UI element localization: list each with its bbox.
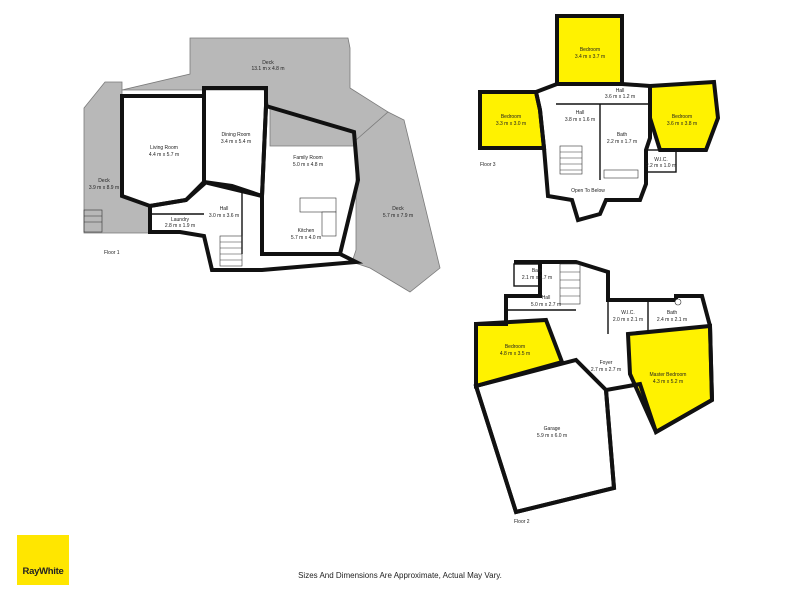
- f2-bath-small-dims: 2.1 m x 1.7 m: [522, 275, 552, 281]
- f2-wic-name: W.I.C.: [621, 310, 635, 316]
- f3-bath-name: Bath: [617, 132, 628, 138]
- f2-stairs: [559, 263, 581, 305]
- f1-living-name: Living Room: [150, 145, 178, 151]
- f3-open-to-below: Open To Below: [571, 188, 605, 194]
- f3-hall-walls: [533, 82, 652, 223]
- f1-dining-name: Dining Room: [222, 132, 251, 138]
- deck-top-shape: [121, 37, 389, 147]
- deck-steps: [83, 209, 103, 233]
- f1-family-dims: 5.0 m x 4.8 m: [293, 162, 323, 168]
- f1-deck-right-name: Deck: [392, 206, 404, 212]
- f2-hall-dims: 5.0 m x 2.7 m: [531, 302, 561, 308]
- f2-garage-name: Garage: [544, 426, 561, 432]
- f3-hall-mid-dims: 3.8 m x 1.6 m: [565, 117, 595, 123]
- f3-bedroom-left-name: Bedroom: [501, 114, 521, 120]
- f1-deck-left-dims: 3.9 m x 8.9 m: [89, 185, 119, 191]
- f2-bath-walls: [513, 263, 541, 287]
- floor-1: Deck 13.1 m x 4.8 m Living Room 4.4 m x …: [83, 37, 441, 293]
- f3-hall-top-name: Hall: [616, 88, 625, 94]
- f1-family-name: Family Room: [293, 155, 322, 161]
- f1-laundry-name: Laundry: [171, 217, 190, 223]
- f1-dining-dims: 3.4 m x 5.4 m: [221, 139, 251, 145]
- f1-deck-top-name: Deck: [262, 60, 274, 66]
- f3-bedroom-left-fill: [480, 92, 544, 148]
- f3-wic-walls: [645, 149, 677, 173]
- f2-bath-name: Bath: [667, 310, 678, 316]
- f2-foyer-dims: 2.7 m x 2.7 m: [591, 367, 621, 373]
- disclaimer-text: Sizes And Dimensions Are Approximate, Ac…: [298, 571, 502, 580]
- f2-garage-walls: [473, 357, 617, 515]
- f1-hall-name: Hall: [220, 206, 229, 212]
- f3-hall-mid-name: Hall: [576, 110, 585, 116]
- f3-hall-top-dims: 3.6 m x 1.2 m: [605, 94, 635, 100]
- floor-1-stairs: [219, 235, 243, 267]
- f1-laundry-dims: 2.8 m x 1.9 m: [165, 223, 195, 229]
- deck-right-shape: [351, 111, 441, 293]
- f1-hall-dims: 3.0 m x 3.6 m: [209, 213, 239, 219]
- f2-garage-dims: 5.9 m x 6.0 m: [537, 433, 567, 439]
- f3-wic-dims: 2.2 m x 1.0 m: [646, 163, 676, 169]
- f1-deck-right-dims: 5.7 m x 7.9 m: [383, 213, 413, 219]
- kitchen-bench: [321, 211, 337, 237]
- f2-bath-dims: 2.4 m x 2.1 m: [657, 317, 687, 323]
- f1-deck-left-name: Deck: [98, 178, 110, 184]
- f1-deck-top-dims: 13.1 m x 4.8 m: [251, 66, 284, 72]
- floor-2-label: Floor 2: [514, 519, 530, 525]
- raywhite-logo: RayWhite: [17, 535, 69, 585]
- f1-kitchen-name: Kitchen: [298, 228, 315, 234]
- f2-foyer-name: Foyer: [600, 360, 613, 366]
- floor-3: Bedroom 3.4 m x 3.7 m Hall 3.6 m x 1.2 m…: [478, 14, 721, 223]
- f3-bedroom-right-name: Bedroom: [672, 114, 692, 120]
- floor-1-label: Floor 1: [104, 250, 120, 256]
- living-room-walls: [120, 94, 206, 209]
- f2-bedroom-fill: [476, 320, 562, 386]
- f3-bedroom-right-fill: [650, 82, 718, 150]
- f2-basin: [674, 298, 682, 306]
- f3-bedroom-top-fill: [557, 16, 622, 84]
- deck-left-shape: [83, 81, 151, 234]
- floor-2: Bath 2.1 m x 1.7 m Hall 5.0 m x 2.7 m W.…: [473, 260, 715, 525]
- f3-bedroom-right-dims: 3.6 m x 3.8 m: [667, 121, 697, 127]
- brand-name: RayWhite: [22, 566, 64, 577]
- f2-shell-walls: [474, 260, 715, 515]
- floor-3-label: Floor 3: [480, 162, 496, 168]
- f2-master-dims: 4.3 m x 5.2 m: [653, 379, 683, 385]
- f1-kitchen-dims: 5.7 m x 4.0 m: [291, 235, 321, 241]
- f2-bath-small-name: Bath: [532, 268, 543, 274]
- f3-bedroom-left-dims: 3.3 m x 3.0 m: [496, 121, 526, 127]
- f3-bedroom-top-name: Bedroom: [580, 47, 600, 53]
- f3-bath-dims: 2.2 m x 1.7 m: [607, 139, 637, 145]
- f2-master-name: Master Bedroom: [650, 372, 687, 378]
- f2-bedroom-dims: 4.8 m x 3.5 m: [500, 351, 530, 357]
- f2-bedroom-name: Bedroom: [505, 344, 525, 350]
- kitchen-hall-walls: [148, 179, 364, 272]
- kitchen-island: [299, 197, 337, 213]
- f2-master-walls: [625, 323, 715, 435]
- f2-wic-dims: 2.0 m x 2.1 m: [613, 317, 643, 323]
- f1-living-dims: 4.4 m x 5.7 m: [149, 152, 179, 158]
- f3-wic-name: W.I.C.: [654, 157, 668, 163]
- f3-bedroom-top-dims: 3.4 m x 3.7 m: [575, 54, 605, 60]
- f2-hall-name: Hall: [542, 295, 551, 301]
- f3-stairs: [559, 145, 583, 175]
- f3-bathtub: [603, 169, 639, 179]
